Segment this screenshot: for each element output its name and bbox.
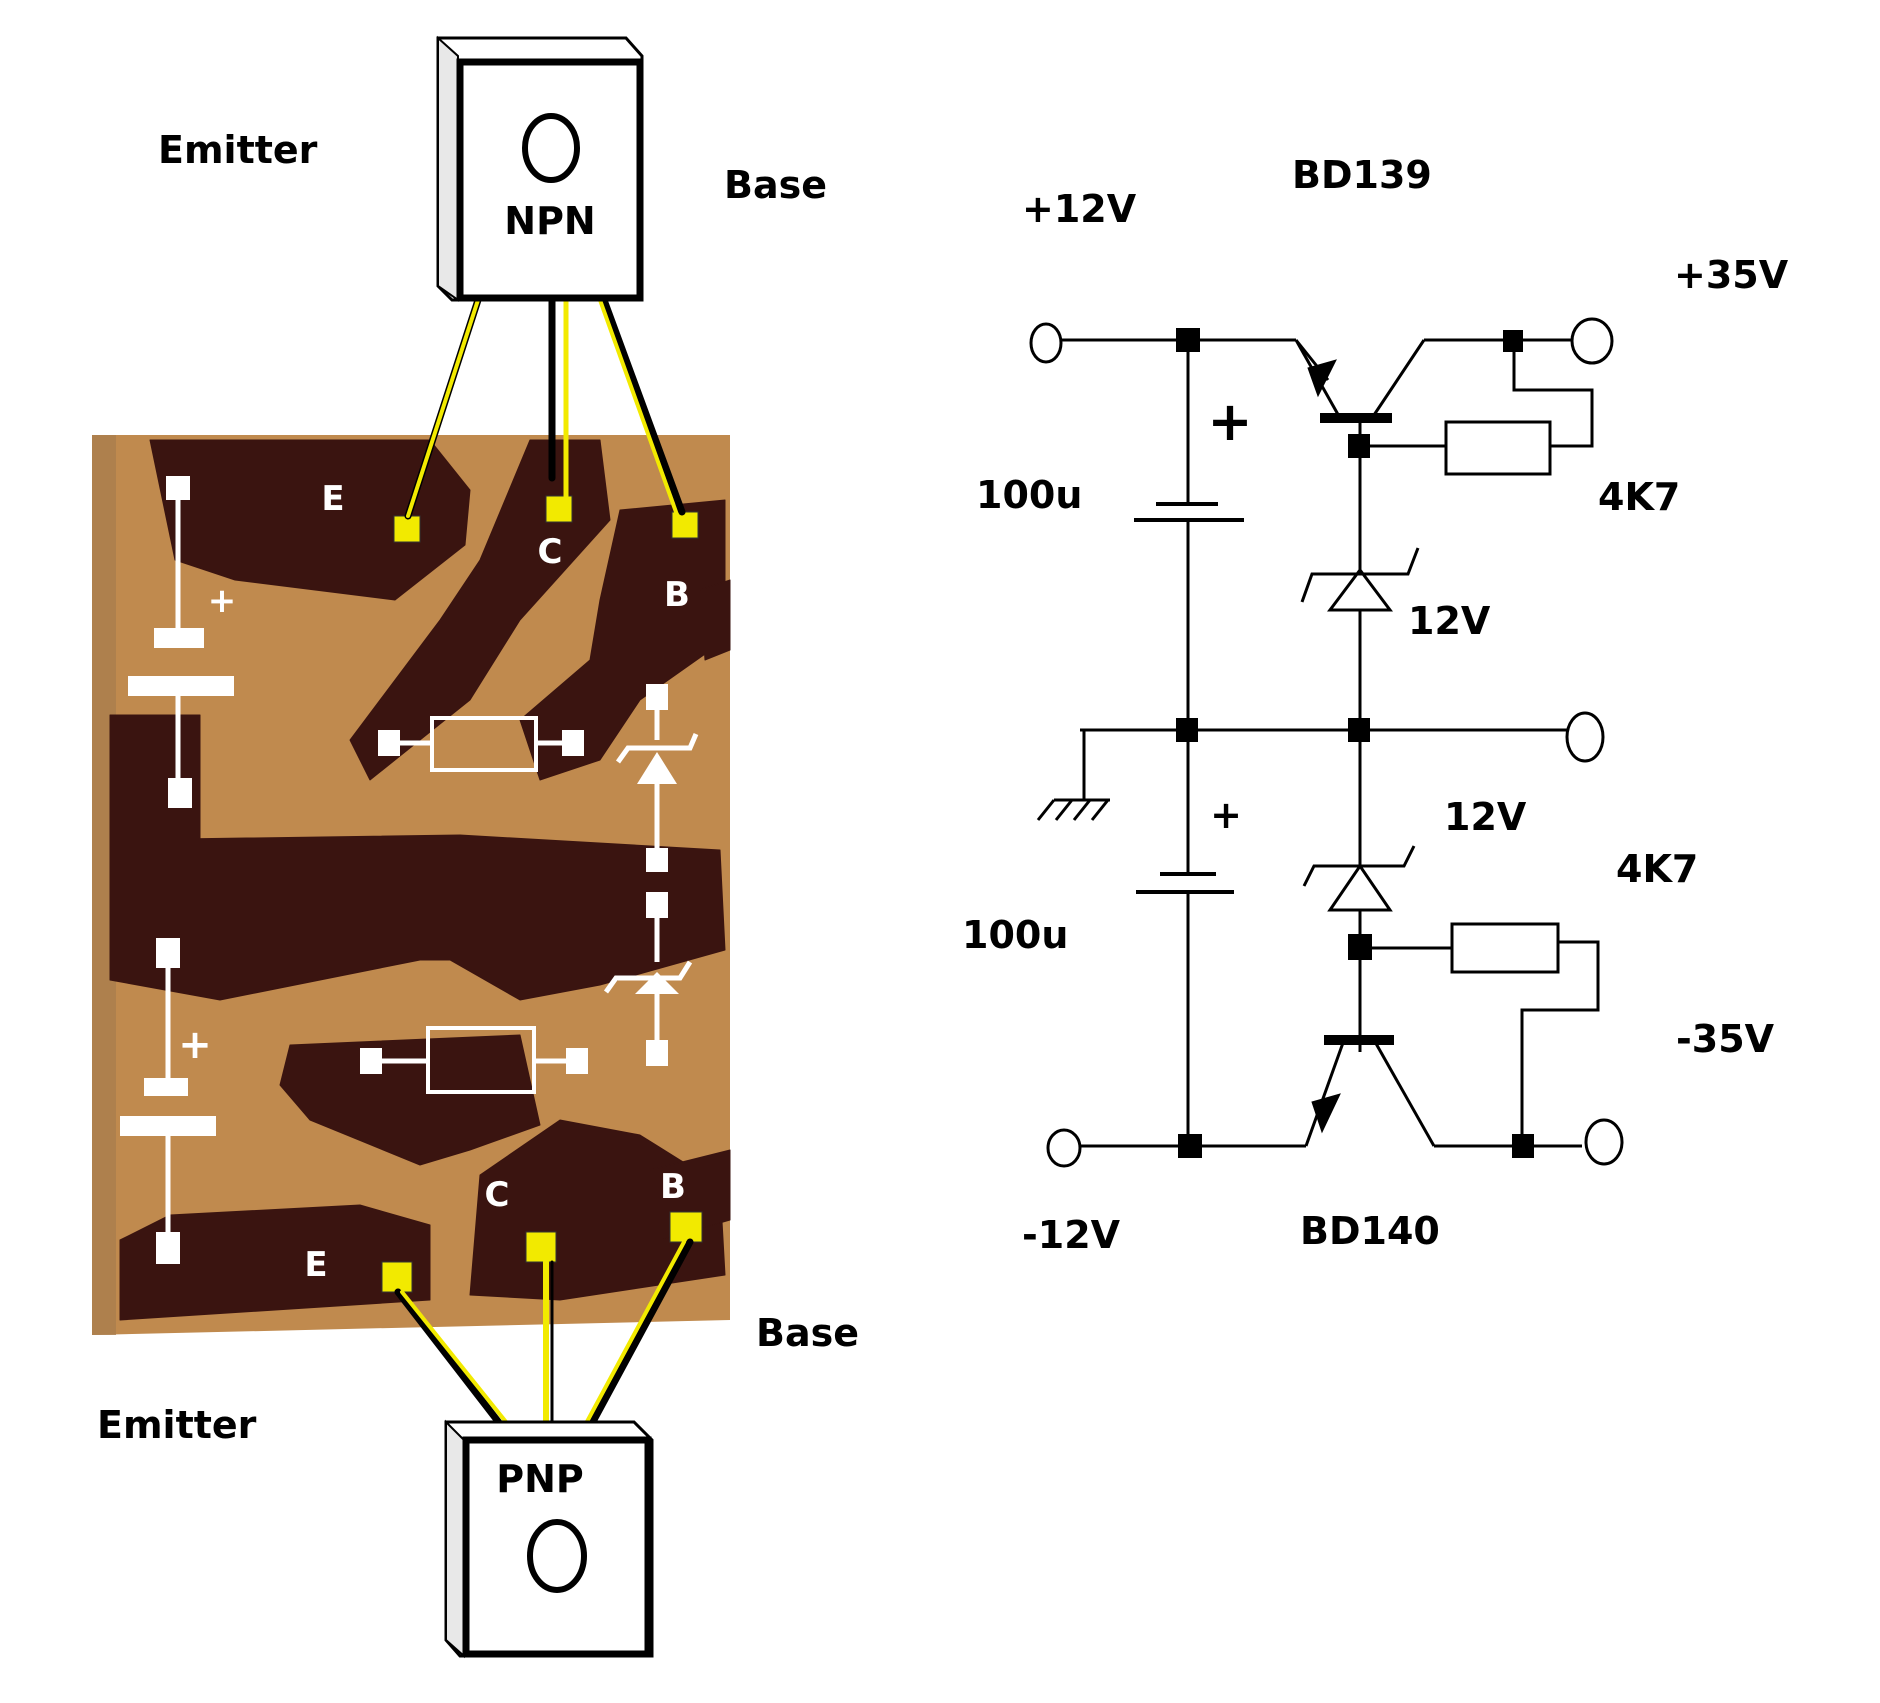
pad-label-bottom-e: E [304,1245,327,1285]
silk-cap-bottom-plus: + [178,1022,212,1068]
pnp-transistor-package: PNP [444,1419,654,1659]
zener-top-icon [1327,567,1393,612]
board-edge-shade [92,435,116,1335]
npn-leads [404,296,686,520]
silk-resistor-top [378,716,584,772]
pnp-leads [394,1238,694,1446]
bd139-emitter-arrow [1307,359,1337,398]
label-cap-top: 100u [976,473,1082,517]
resistor-bottom-icon [1450,922,1560,974]
label-bd139: BD139 [1292,153,1432,197]
pad-label-top-b: B [664,575,690,615]
label-cap-bottom-plus: + [1210,793,1242,837]
pad-bottom-e [381,1261,413,1293]
resistor-top-icon [1444,420,1552,476]
terminal-ground-out-icon [1565,711,1605,763]
pcb-board: + + [92,435,731,1335]
label-neg35: -35V [1676,1017,1775,1061]
npn-emitter-label: Emitter [158,128,318,172]
label-zener-bottom: 12V [1444,795,1527,839]
silk-cap-bottom [120,938,216,1264]
terminal-pos35-icon [1570,317,1614,365]
pnp-type-label: PNP [496,1457,584,1501]
label-cap-top-plus: + [1207,390,1252,453]
silk-zener-top [615,684,699,872]
schematic-labels: +12V BD139 +35V + 100u 4K7 12V + 12V 4K7… [962,153,1789,1257]
npn-base-label: Base [724,163,827,207]
pad-top-e [393,515,421,543]
pad-label-bottom-c: C [485,1175,510,1215]
pad-label-bottom-b: B [660,1167,686,1207]
pad-bottom-b [669,1211,703,1243]
label-cap-bottom: 100u [962,913,1068,957]
npn-type-label: NPN [504,199,595,243]
pad-top-b [671,511,699,539]
silk-resistor-bottom [360,1026,588,1094]
npn-transistor-package: NPN [436,35,644,302]
label-pos12: +12V [1022,187,1137,231]
label-pos35: +35V [1674,253,1789,297]
label-resistor-bottom: 4K7 [1616,847,1698,891]
pad-bottom-c [525,1231,557,1263]
label-neg12: -12V [1022,1213,1121,1257]
silk-zener-bottom [603,892,693,1066]
terminal-neg12-icon [1046,1128,1082,1168]
pad-label-top-e: E [321,479,344,519]
npn-mount-hole-icon [522,113,580,183]
bd140-emitter-arrow [1311,1093,1341,1134]
label-zener-top: 12V [1408,599,1491,643]
pnp-emitter-label: Emitter [97,1403,257,1447]
pad-label-top-c: C [538,532,563,572]
pads-yellow [381,495,703,1293]
junction-dots [1176,328,1534,1158]
zener-bottom-icon [1327,863,1393,912]
label-resistor-top: 4K7 [1598,475,1680,519]
terminal-pos12-icon [1029,322,1063,364]
terminal-neg35-icon [1584,1118,1624,1166]
silk-cap-top [128,476,234,808]
pad-top-c [545,495,573,523]
pnp-base-label: Base [756,1311,859,1355]
pnp-mount-hole-icon [527,1519,587,1593]
label-bd140: BD140 [1300,1209,1440,1253]
schematic [1029,317,1624,1168]
silk-cap-top-plus: + [208,581,237,621]
